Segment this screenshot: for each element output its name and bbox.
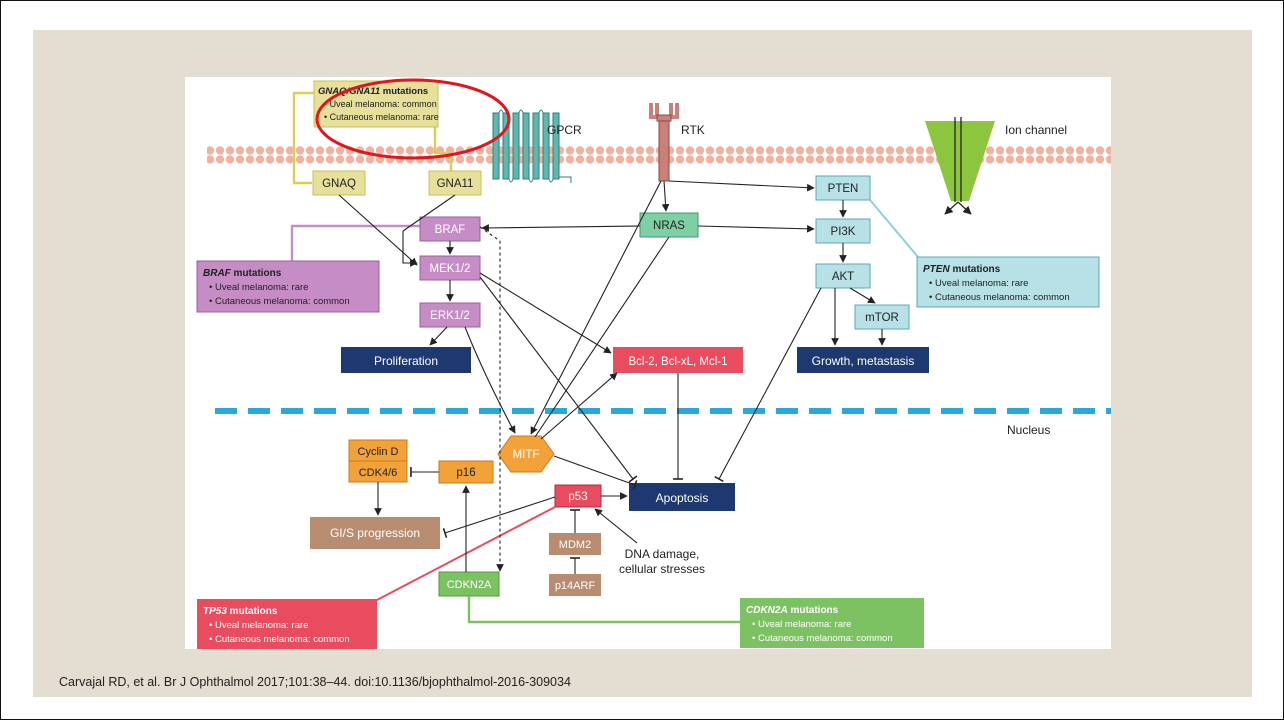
node-gna11: GNA11	[428, 170, 482, 196]
gpcr-label: GPCR	[547, 123, 582, 137]
citation: Carvajal RD, et al. Br J Ophthalmol 2017…	[59, 675, 571, 689]
svg-text:p53: p53	[568, 491, 587, 503]
svg-text:mTOR: mTOR	[865, 312, 899, 324]
svg-text:• Cutaneous melanoma: common: • Cutaneous melanoma: common	[929, 292, 1070, 303]
svg-text:CDK4/6: CDK4/6	[359, 467, 398, 479]
tp53-callout: TP53 mutations • Uveal melanoma: rare • …	[197, 599, 377, 649]
svg-text:p16: p16	[456, 467, 475, 479]
node-proliferation: Proliferation	[341, 347, 471, 373]
node-p14arf: p14ARF	[549, 574, 601, 596]
svg-text:Proliferation: Proliferation	[374, 354, 438, 368]
svg-text:BRAF: BRAF	[435, 224, 466, 236]
pten-callout: PTEN mutations • Uveal melanoma: rare • …	[916, 256, 1100, 308]
svg-text:PTEN mutations: PTEN mutations	[923, 264, 1001, 275]
svg-text:TP53 mutations: TP53 mutations	[203, 606, 278, 617]
ion-channel-label: Ion channel	[1005, 123, 1067, 137]
rtk-receptor	[649, 103, 679, 182]
svg-text:PTEN: PTEN	[828, 183, 859, 195]
svg-text:GNAQ: GNAQ	[322, 178, 356, 190]
svg-text:GNAQ/GNA11 mutations: GNAQ/GNA11 mutations	[318, 86, 428, 97]
svg-text:Growth, metastasis: Growth, metastasis	[812, 354, 915, 368]
svg-text:• Cutaneous melanoma: common: • Cutaneous melanoma: common	[752, 633, 893, 644]
svg-text:MITF: MITF	[513, 449, 540, 461]
dna-damage-label: DNA damage,cellular stresses	[619, 547, 705, 576]
svg-text:NRAS: NRAS	[653, 220, 685, 232]
rtk-label: RTK	[681, 123, 705, 137]
svg-text:BRAF mutations: BRAF mutations	[203, 268, 282, 279]
node-cdk46: CDK4/6	[348, 460, 408, 483]
node-apoptosis: Apoptosis	[629, 483, 735, 511]
svg-text:• Cutaneous melanoma: common: • Cutaneous melanoma: common	[209, 296, 350, 307]
node-erk: ERK1/2	[419, 302, 481, 328]
ion-channel	[925, 117, 995, 215]
node-pten: PTEN	[815, 175, 871, 201]
node-mek: MEK1/2	[419, 255, 481, 281]
node-nras: NRAS	[639, 212, 699, 238]
svg-text:• Cutaneous melanoma: rare: • Cutaneous melanoma: rare	[324, 112, 439, 122]
svg-text:AKT: AKT	[832, 271, 854, 283]
node-bcl: Bcl-2, Bcl-xL, Mcl-1	[613, 347, 743, 373]
gpcr-receptor	[492, 109, 572, 183]
svg-text:MDM2: MDM2	[559, 539, 591, 551]
svg-text:GNA11: GNA11	[437, 178, 474, 190]
svg-text:Apoptosis: Apoptosis	[656, 491, 709, 505]
svg-text:• Uveal melanoma: rare: • Uveal melanoma: rare	[929, 278, 1028, 289]
svg-text:• Cutaneous melanoma: common: • Cutaneous melanoma: common	[209, 634, 350, 645]
svg-text:CDKN2A: CDKN2A	[447, 579, 492, 591]
svg-text:• Uveal melanoma: rare: • Uveal melanoma: rare	[752, 619, 851, 630]
node-mitf: MITF	[497, 435, 555, 473]
svg-text:p14ARF: p14ARF	[555, 580, 596, 592]
pathway-diagram: GPCR RTK Ion channel	[185, 77, 1111, 649]
gnaq-gna11-callout: GNAQ/GNA11 mutations • Uveal melanoma: c…	[313, 78, 511, 160]
node-p53: p53	[554, 484, 602, 508]
node-cyclin-d: Cyclin D	[348, 439, 408, 462]
node-akt: AKT	[815, 263, 871, 289]
svg-text:MEK1/2: MEK1/2	[430, 263, 471, 275]
node-cdkn2a: CDKN2A	[438, 571, 500, 597]
nucleus-label: Nucleus	[1007, 423, 1050, 437]
svg-text:ERK1/2: ERK1/2	[430, 310, 470, 322]
pathway-edges	[338, 180, 886, 574]
svg-text:• Uveal melanoma: rare: • Uveal melanoma: rare	[209, 282, 308, 293]
cdkn2a-callout: CDKN2A mutations • Uveal melanoma: rare …	[740, 598, 924, 648]
svg-text:Bcl-2, Bcl-xL, Mcl-1: Bcl-2, Bcl-xL, Mcl-1	[628, 356, 727, 368]
node-braf: BRAF	[419, 216, 481, 242]
node-mtor: mTOR	[854, 304, 910, 330]
highlight-circle	[315, 78, 511, 160]
svg-text:Cyclin D: Cyclin D	[358, 446, 399, 458]
node-p16: p16	[438, 460, 494, 484]
svg-text:• Uveal melanoma: common: • Uveal melanoma: common	[324, 99, 437, 109]
node-gnaq: GNAQ	[312, 170, 366, 196]
node-growth-metastasis: Growth, metastasis	[797, 347, 929, 373]
node-pi3k: PI3K	[815, 218, 871, 244]
braf-callout: BRAF mutations • Uveal melanoma: rare • …	[196, 260, 380, 313]
node-mdm2: MDM2	[549, 533, 601, 555]
svg-text:GI/S progression: GI/S progression	[330, 526, 420, 540]
svg-text:PI3K: PI3K	[831, 226, 856, 238]
svg-text:CDKN2A mutations: CDKN2A mutations	[746, 605, 839, 616]
node-gs-progression: GI/S progression	[310, 517, 440, 549]
svg-text:• Uveal melanoma: rare: • Uveal melanoma: rare	[209, 620, 308, 631]
